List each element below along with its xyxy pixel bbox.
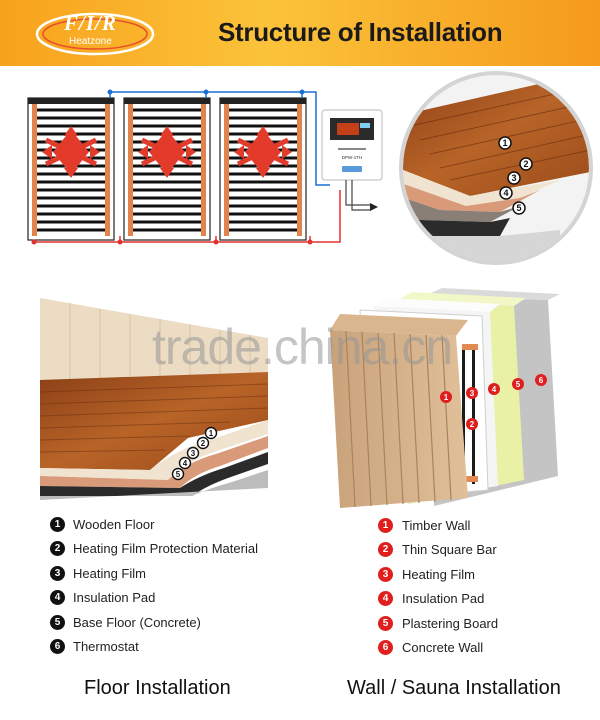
- brand-logo: [35, 12, 155, 56]
- wall-legend: 1 Timber Wall 2 Thin Square Bar 3 Heating F…: [378, 513, 498, 660]
- svg-text:5: 5: [516, 203, 521, 213]
- svg-text:3: 3: [511, 173, 516, 183]
- svg-text:4: 4: [492, 385, 497, 394]
- timber-wall-slats: [330, 314, 468, 508]
- svg-text:1: 1: [502, 138, 507, 148]
- number-badge: 1: [378, 517, 393, 533]
- legend-label: Heating Film Protection Material: [73, 541, 258, 557]
- svg-text:4: 4: [503, 188, 508, 198]
- wall-installation-caption: Wall / Sauna Installation: [347, 677, 561, 699]
- thermostat-model-label: DPW-1TH: [342, 155, 362, 160]
- legend-label: Heating Film: [402, 566, 475, 582]
- svg-text:1: 1: [209, 429, 214, 438]
- number-badge: 6: [378, 640, 393, 656]
- wall-legend-item: 1 Timber Wall: [378, 513, 498, 538]
- wall-legend-item: 3 Heating Film: [378, 562, 498, 587]
- floor-legend-item: 3 Heating Film: [50, 561, 258, 586]
- number-badge: 6: [50, 639, 65, 655]
- number-badge: 3: [50, 565, 65, 581]
- heating-film-panels: [27, 89, 341, 245]
- floor-legend: 1 Wooden Floor 2 Heating Film Protection M…: [50, 512, 258, 659]
- svg-text:1: 1: [444, 393, 449, 402]
- logo-text: F/I/R: [64, 11, 117, 35]
- legend-label: Plastering Board: [402, 615, 499, 631]
- watermark: trade.china.cn: [152, 319, 453, 375]
- logo-subtext: Heatzone: [69, 36, 112, 47]
- floor-legend-item: 6 Thermostat: [50, 635, 258, 660]
- header-banner: F/I/R Heatzone Structure of Installation: [0, 0, 600, 66]
- svg-text:2: 2: [201, 439, 206, 448]
- number-badge: 4: [50, 590, 65, 606]
- svg-text:4: 4: [183, 459, 188, 468]
- thermostat-unit: DPW-1TH: [321, 109, 383, 211]
- heating-film-panel: [27, 97, 115, 241]
- number-badge: 2: [50, 541, 65, 557]
- floor-legend-item: 5 Base Floor (Concrete): [50, 610, 258, 635]
- legend-label: Thermostat: [73, 639, 139, 655]
- number-badge: 3: [378, 566, 393, 582]
- legend-label: Timber Wall: [402, 517, 471, 533]
- wall-legend-item: 2 Thin Square Bar: [378, 538, 498, 563]
- floor-installation-illustration: 1 2 3 4 5: [39, 298, 269, 500]
- wall-installation-illustration: 1 3 2 4 5 6: [330, 288, 560, 508]
- legend-label: Heating Film: [73, 565, 146, 581]
- floor-layer-closeup: 1 2 3 4 5: [399, 71, 593, 265]
- floor-installation-caption: Floor Installation: [84, 677, 231, 699]
- svg-text:3: 3: [191, 449, 196, 458]
- floor-legend-item: 1 Wooden Floor: [50, 512, 258, 537]
- svg-text:6: 6: [539, 376, 544, 385]
- wall-legend-item: 5 Plastering Board: [378, 611, 498, 636]
- number-badge: 5: [378, 615, 393, 631]
- legend-label: Wooden Floor: [73, 516, 155, 532]
- page-title: Structure of Installation: [218, 17, 503, 47]
- legend-label: Thin Square Bar: [402, 542, 497, 558]
- wall-legend-item: 4 Insulation Pad: [378, 587, 498, 612]
- number-badge: 1: [50, 516, 65, 532]
- legend-label: Insulation Pad: [73, 590, 156, 606]
- legend-label: Base Floor (Concrete): [73, 614, 201, 630]
- number-badge: 5: [50, 614, 65, 630]
- legend-label: Concrete Wall: [402, 640, 484, 656]
- svg-text:2: 2: [523, 159, 528, 169]
- number-badge: 4: [378, 591, 393, 607]
- floor-legend-item: 2 Heating Film Protection Material: [50, 537, 258, 562]
- svg-text:5: 5: [176, 470, 181, 479]
- svg-text:5: 5: [516, 380, 521, 389]
- svg-text:3: 3: [470, 389, 475, 398]
- legend-label: Insulation Pad: [402, 591, 485, 607]
- floor-legend-item: 4 Insulation Pad: [50, 586, 258, 611]
- wall-legend-item: 6 Concrete Wall: [378, 636, 498, 661]
- svg-text:2: 2: [470, 420, 475, 429]
- number-badge: 2: [378, 542, 393, 558]
